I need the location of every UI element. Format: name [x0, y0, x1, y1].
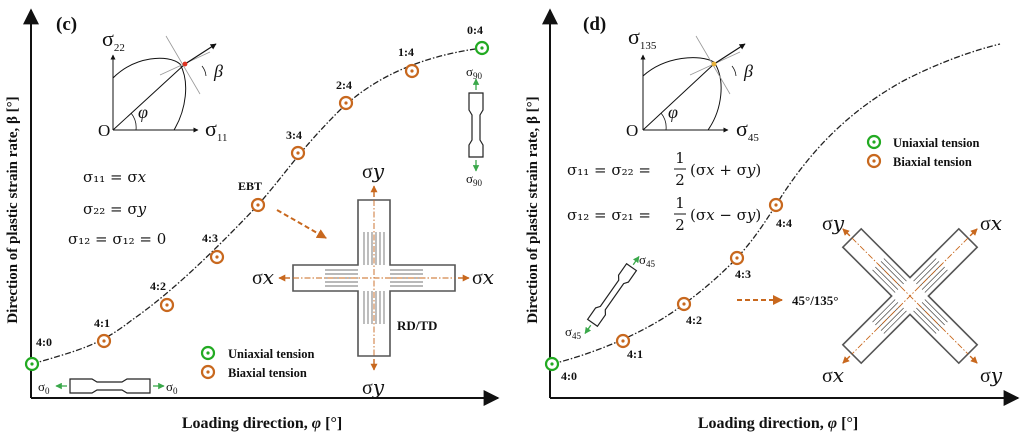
panel-d-xlabel: Loading direction, φ [°] — [698, 415, 858, 432]
svg-text:4:1: 4:1 — [94, 316, 110, 330]
inset-d-beta: β — [743, 61, 753, 81]
cross-c-bottom-label: σ𝑦 — [362, 377, 385, 399]
panel-c-equation-1: σ₁₁ = σ𝑥 — [83, 168, 147, 186]
panel-d-point-4-2: 4:2 — [676, 296, 702, 327]
panel-c-xlabel: Loading direction, φ [°] — [182, 415, 342, 432]
tensile-0-right-label: σ0 — [166, 379, 178, 396]
cross-c-direction-label: RD/TD — [397, 318, 437, 333]
legend-d-uniaxial: Uniaxial tension — [893, 136, 980, 150]
svg-text:4:2: 4:2 — [686, 313, 702, 327]
panel-d-legend: Uniaxial tension Biaxial tension — [866, 134, 980, 169]
svg-text:4:3: 4:3 — [735, 267, 751, 281]
legend-d-biaxial: Biaxial tension — [893, 155, 972, 169]
panel-d-equation-1-lhs: σ₁₁ = σ₂₂ = — [567, 161, 651, 179]
panel-c-point-4-1: 4:1 — [94, 316, 112, 349]
cross-d-bottom-right-label: σ𝑦 — [980, 365, 1003, 387]
cross-c-left-label: σ𝑥 — [252, 267, 274, 289]
panel-c-label: (c) — [56, 14, 77, 35]
panel-d-label: (d) — [583, 14, 606, 35]
svg-text:3:4: 3:4 — [286, 128, 302, 142]
inset-c-origin: O — [98, 121, 110, 140]
panel-c-equations: σ₁₁ = σ𝑥 σ₂₂ = σ𝑦 σ₁₂ = σ₁₂ = 0 — [68, 168, 166, 248]
panel-c-ylabel: Direction of plastic strain rate, β [°] — [5, 96, 21, 323]
tensile-90-top-label: σ90 — [466, 64, 483, 81]
tensile-90-bottom-label: σ90 — [466, 171, 483, 188]
inset-d-y-axis-label: σ135 — [628, 24, 657, 52]
panel-c: (c) Loading direction, φ [°] Direction o… — [5, 8, 500, 432]
panel-c-cruciform: σ𝑦 σ𝑦 σ𝑥 σ𝑥 RD/TD — [252, 161, 494, 399]
panel-d-curve — [551, 43, 1001, 365]
yield-point — [711, 61, 717, 67]
inset-d-x-axis-label: σ45 — [736, 116, 759, 144]
cross-d-bottom-left-label: σ𝑥 — [822, 365, 844, 387]
inset-c-x-axis-label: σ11 — [205, 116, 227, 144]
panel-d-frac-1-num: 1 — [675, 149, 685, 167]
panel-d-frac-1-den: 2 — [675, 171, 685, 189]
panel-d-cruciform: σ𝑦 σ𝑥 σ𝑥 σ𝑦 — [822, 213, 1003, 387]
panel-c-point-1-4: 1:4 — [398, 45, 420, 79]
cross-d-top-left-label: σ𝑦 — [822, 213, 845, 235]
panel-c-markers: 4:0 4:1 4:2 4:3 EBT 3:4 — [24, 23, 490, 372]
legend-c-uniaxial: Uniaxial tension — [228, 347, 315, 361]
panel-c-point-4-2: 4:2 — [150, 279, 175, 313]
panel-d-ylabel: Direction of plastic strain rate, β [°] — [525, 96, 541, 323]
tensile-0-left-label: σ0 — [38, 379, 50, 396]
panel-c-tensile-specimen-90: σ90 σ90 — [466, 64, 484, 188]
panel-d-tensile-specimen-45: σ45 σ45 — [565, 252, 656, 341]
panel-c-point-3-4: 3:4 — [286, 128, 306, 161]
panel-d-point-4-4: 4:4 — [768, 197, 792, 230]
panel-d-frac-2-num: 1 — [675, 194, 685, 212]
panel-d-equation-2-rhs: (σ𝑥 − σ𝑦) — [690, 206, 761, 224]
svg-text:1:4: 1:4 — [398, 45, 414, 59]
panel-d-markers: 4:0 4:1 4:2 4:3 4:4 — [544, 197, 792, 383]
svg-text:EBT: EBT — [238, 179, 262, 193]
tensile-45-bottom-label: σ45 — [565, 324, 582, 341]
panel-d-equation-1-rhs: (σ𝑥 + σ𝑦) — [690, 161, 761, 179]
svg-text:4:0: 4:0 — [36, 335, 52, 349]
panel-c-tensile-specimen-0: σ0 σ0 — [38, 378, 178, 396]
cross-d-top-right-label: σ𝑥 — [980, 213, 1002, 235]
panel-d-frac-2-den: 2 — [675, 216, 685, 234]
cross-d-direction-label: 45°/135° — [792, 293, 839, 308]
svg-text:4:2: 4:2 — [150, 279, 166, 293]
svg-text:4:3: 4:3 — [202, 231, 218, 245]
panel-c-equation-2: σ₂₂ = σ𝑦 — [83, 200, 147, 218]
panel-c-legend: Uniaxial tension Biaxial tension — [200, 345, 315, 380]
panel-c-yield-inset: σ22 σ11 O φ β — [98, 26, 227, 144]
inset-d-phi: φ — [668, 102, 678, 122]
svg-text:4:4: 4:4 — [776, 216, 792, 230]
tensile-45-top-label: σ45 — [639, 252, 656, 269]
inset-c-beta: β — [213, 61, 223, 81]
panel-c-point-2-4: 2:4 — [336, 78, 354, 111]
inset-d-origin: O — [626, 121, 638, 140]
svg-text:4:0: 4:0 — [561, 369, 577, 383]
panel-d-point-4-1: 4:1 — [615, 333, 643, 361]
inset-c-y-axis-label: σ22 — [102, 26, 125, 54]
cross-c-right-label: σ𝑥 — [472, 267, 494, 289]
panel-d-equation-2-lhs: σ₁₂ = σ₂₁ = — [567, 206, 651, 224]
panel-d-point-4-3: 4:3 — [729, 250, 751, 281]
panel-c-equation-3: σ₁₂ = σ₁₂ = 0 — [68, 230, 166, 248]
svg-text:2:4: 2:4 — [336, 78, 352, 92]
panel-c-point-4-3: 4:3 — [202, 231, 225, 265]
panel-d: (d) Loading direction, φ [°] Direction o… — [525, 8, 1020, 432]
inset-c-phi: φ — [138, 102, 148, 122]
yield-point — [182, 61, 188, 67]
panel-c-dashed-arrow — [276, 209, 327, 239]
cross-c-top-label: σ𝑦 — [362, 161, 385, 183]
panel-c-point-ebt: EBT — [238, 179, 266, 213]
panel-d-yield-inset: σ135 σ45 O φ β — [626, 24, 759, 144]
svg-text:4:1: 4:1 — [627, 347, 643, 361]
panel-c-point-0-4: 0:4 — [467, 23, 490, 56]
panel-c-point-4-0: 4:0 — [24, 335, 52, 372]
panel-d-equations: σ₁₁ = σ₂₂ = 1 2 (σ𝑥 + σ𝑦) σ₁₂ = σ₂₁ = 1 … — [567, 149, 761, 234]
svg-text:0:4: 0:4 — [467, 23, 483, 37]
panel-d-point-4-0: 4:0 — [544, 356, 577, 383]
legend-c-biaxial: Biaxial tension — [228, 366, 307, 380]
